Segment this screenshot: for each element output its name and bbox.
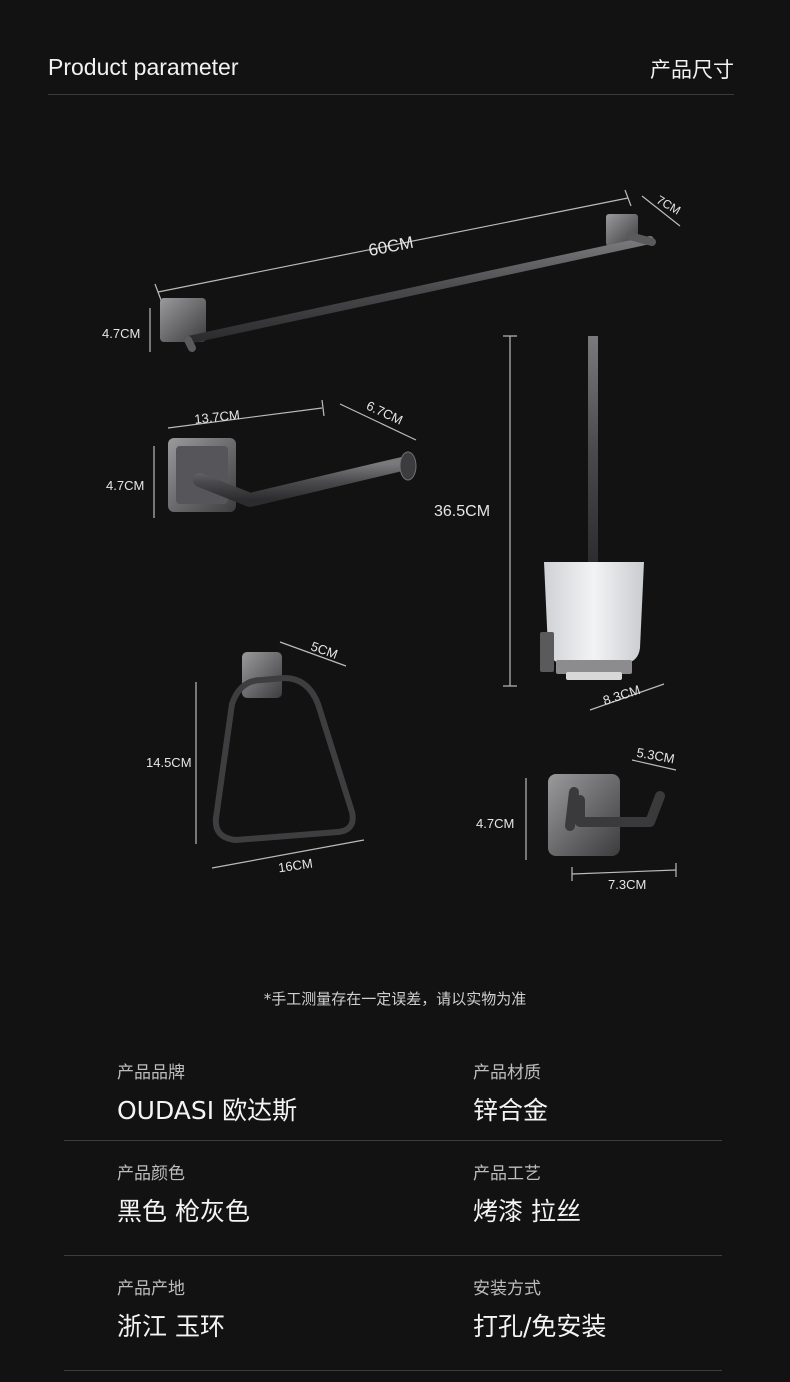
ring-wall-mount: [242, 652, 282, 698]
label-brush-height: 36.5CM: [434, 503, 490, 520]
spec-label: 产品工艺: [473, 1164, 541, 1184]
label-towel-bar-length: 60CM: [367, 233, 415, 260]
brush-wall-mount: [540, 632, 554, 672]
spec-cell-installation: 安装方式 打孔/免安装: [473, 1274, 606, 1343]
dimension-line-towel-bar-depth: [641, 195, 681, 227]
paper-holder-end-cap: [399, 451, 417, 481]
spec-cell-origin: 产品产地 浙江 玉环: [117, 1274, 225, 1343]
hook-arm-upper: [575, 791, 665, 827]
label-towel-bar-height: 4.7CM: [102, 326, 140, 341]
brush-glass-cup: [544, 562, 644, 664]
dimension-line-paper-holder-width: [167, 399, 325, 429]
spec-value: 浙江 玉环: [117, 1312, 225, 1341]
dimension-line-ring-depth: [279, 641, 347, 667]
page-header: Product parameter 产品尺寸: [48, 40, 734, 95]
dimension-line-brush-height: [503, 335, 517, 687]
spec-label: 产品材质: [473, 1063, 541, 1083]
robe-hook: 5.3CM 4.7CM 7.3CM: [476, 745, 677, 892]
towel-ring: 5CM 14.5CM 16CM: [146, 638, 365, 876]
spec-value: 烤漆 拉丝: [473, 1197, 581, 1226]
dimension-line-towel-bar-length: [154, 189, 632, 301]
label-brush-width: 8.3CM: [601, 682, 642, 708]
toilet-brush: 36.5CM 8.3CM: [434, 335, 665, 711]
spec-cell-brand: 产品品牌 OUDASI 欧达斯: [117, 1058, 297, 1127]
spec-value: 黑色 枪灰色: [117, 1197, 250, 1226]
dimension-line-brush-width: [589, 683, 665, 711]
towel-bar-rod: [184, 236, 654, 344]
product-dimension-illustration: 60CM 7CM 4.7CM 13.7CM 6.7CM 4.7CM: [102, 189, 683, 892]
spec-value: OUDASI 欧达斯: [117, 1096, 298, 1125]
dimension-line-hook-depth: [631, 759, 677, 771]
spec-table: 产品品牌 OUDASI 欧达斯 产品材质 锌合金 产品颜色 黑色 枪灰色 产品工…: [64, 1040, 722, 1371]
towel-bar-mount-left: [160, 298, 206, 342]
spec-value: 打孔/免安装: [473, 1312, 607, 1341]
label-ring-width: 16CM: [277, 856, 313, 876]
dimension-line-hook-width: [571, 863, 677, 881]
label-hook-width: 7.3CM: [608, 877, 646, 892]
title-english: Product parameter: [48, 54, 239, 80]
brush-handle: [588, 336, 598, 566]
label-paper-holder-width: 13.7CM: [194, 407, 241, 427]
label-hook-depth: 5.3CM: [635, 745, 675, 766]
spec-label: 产品颜色: [117, 1164, 185, 1184]
paper-holder-arm: [193, 457, 409, 507]
spec-row: 产品颜色 黑色 枪灰色 产品工艺 烤漆 拉丝: [64, 1141, 722, 1256]
hook-arm-lower: [565, 787, 579, 831]
spec-cell-material: 产品材质 锌合金: [473, 1058, 548, 1127]
measurement-note: *手工测量存在一定误差，请以实物为准: [263, 990, 527, 1008]
label-ring-height: 14.5CM: [146, 755, 192, 770]
label-hook-height: 4.7CM: [476, 816, 514, 831]
ring-loop: [212, 674, 356, 844]
label-paper-holder-height: 4.7CM: [106, 478, 144, 493]
paper-holder: 13.7CM 6.7CM 4.7CM: [106, 398, 417, 518]
spec-label: 产品品牌: [117, 1063, 185, 1083]
spec-row: 产品品牌 OUDASI 欧达斯 产品材质 锌合金: [64, 1040, 722, 1141]
brush-holder-base: [556, 660, 632, 674]
spec-cell-color: 产品颜色 黑色 枪灰色: [117, 1159, 250, 1228]
dimension-line-paper-holder-depth: [339, 403, 417, 441]
spec-label: 产品产地: [117, 1279, 185, 1299]
towel-bar: 60CM 7CM 4.7CM: [102, 189, 683, 352]
spec-cell-process: 产品工艺 烤漆 拉丝: [473, 1159, 581, 1228]
dimension-line-ring-width: [211, 839, 365, 869]
spec-row: 产品产地 浙江 玉环 安装方式 打孔/免安装: [64, 1256, 722, 1371]
spec-value: 锌合金: [473, 1096, 549, 1125]
label-towel-bar-depth: 7CM: [654, 193, 683, 218]
spec-label: 安装方式: [473, 1279, 541, 1299]
label-paper-holder-depth: 6.7CM: [364, 398, 405, 428]
title-chinese: 产品尺寸: [650, 58, 734, 82]
